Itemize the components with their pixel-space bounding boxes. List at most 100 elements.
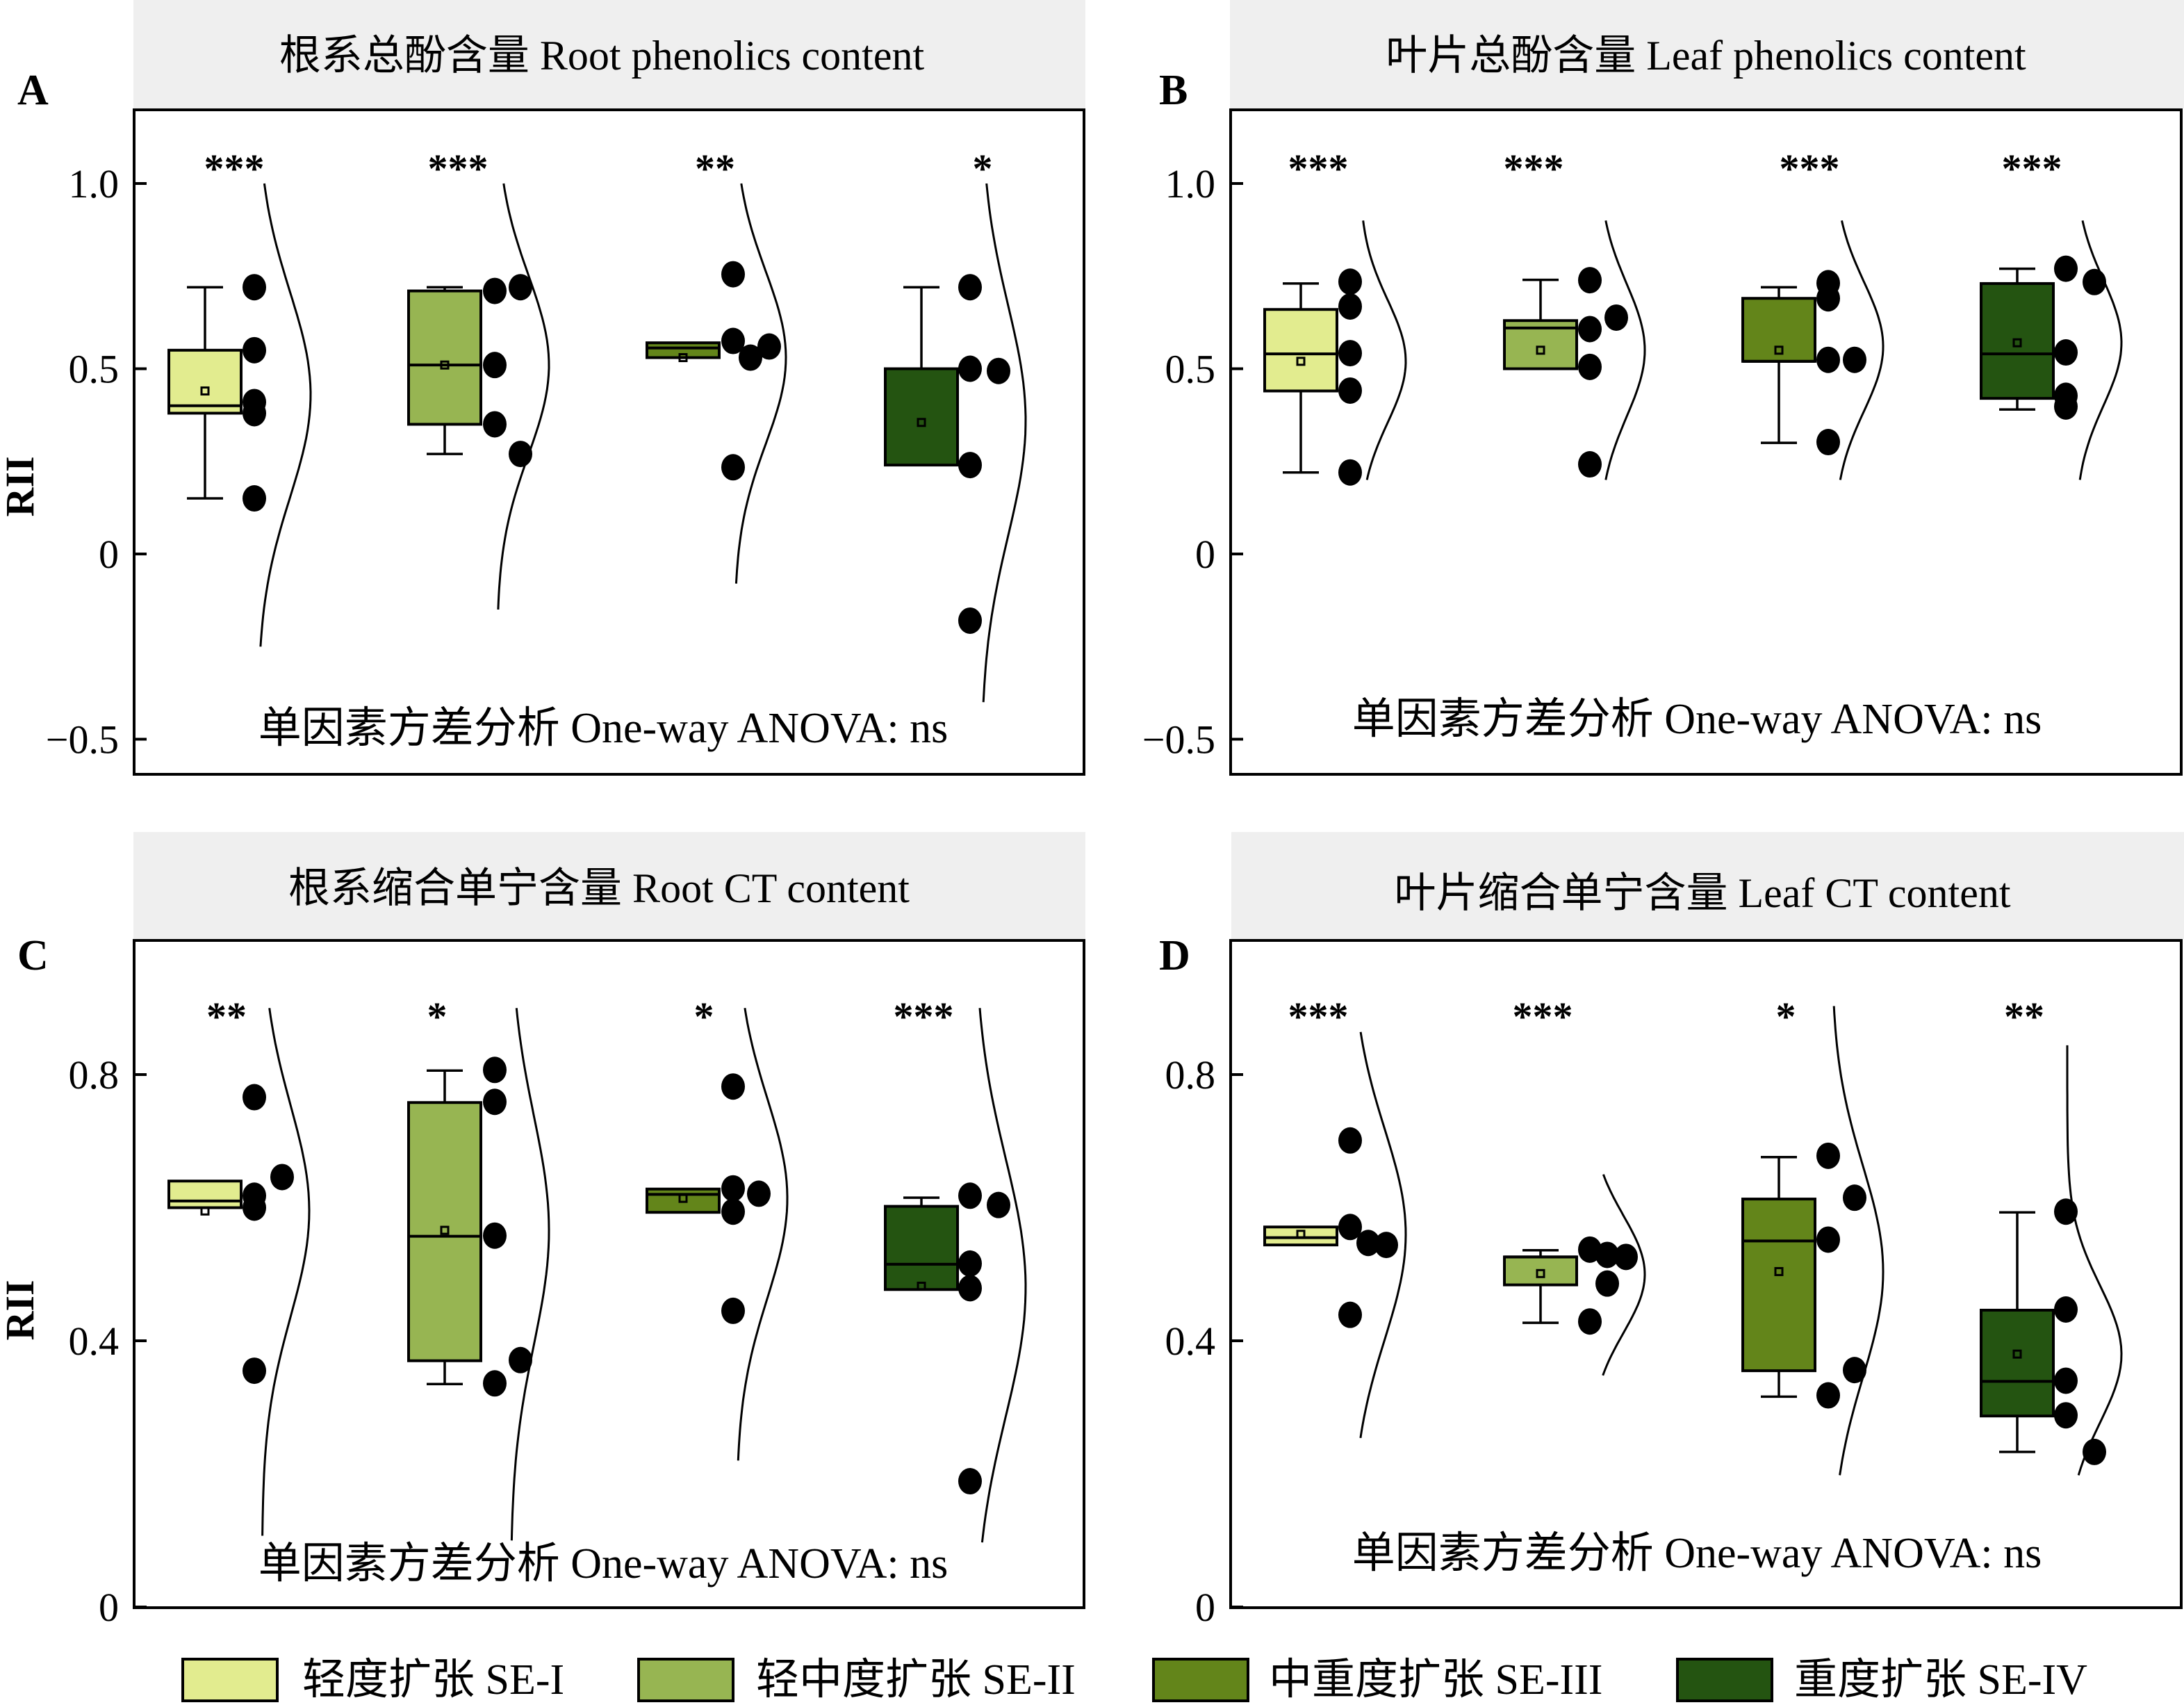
y-tick-label: −0.5 [1142, 717, 1215, 762]
data-point [1338, 459, 1362, 486]
group-se-iii: * [1741, 994, 1885, 1476]
density-curve [261, 1008, 311, 1536]
significance-label: *** [894, 994, 954, 1039]
plot-frame-b [1229, 108, 2183, 776]
data-point [243, 274, 266, 301]
y-tick-label: 1.0 [69, 161, 120, 206]
density-curve [1359, 1031, 1407, 1439]
significance-label: * [427, 994, 448, 1039]
mean-marker [200, 386, 210, 395]
data-point [958, 607, 982, 634]
legend-item-se-i: 轻度扩张 SE-I [181, 1656, 564, 1704]
legend-swatch-se-iv [1676, 1658, 1773, 1702]
data-point [1338, 1214, 1362, 1241]
panel-letter-c: C [17, 932, 49, 979]
density-curve [737, 1008, 789, 1461]
group-se-i: *** [167, 146, 312, 647]
anova-annotation-d: 单因素方差分析 One-way ANOVA: ns [1352, 1530, 2042, 1577]
mean-marker [678, 1193, 688, 1203]
mean-marker [1296, 357, 1306, 366]
data-point [1338, 340, 1362, 367]
data-point [1816, 1142, 1840, 1169]
significance-label: *** [428, 146, 488, 191]
data-point [958, 1275, 982, 1302]
significance-label: *** [1288, 146, 1349, 191]
mean-marker [1774, 345, 1784, 355]
data-point [270, 1164, 294, 1191]
data-point [721, 1175, 745, 1202]
y-tick-label: 0 [1195, 532, 1215, 577]
legend-label-se-iii: 中重度扩张 SE-III [1269, 1656, 1602, 1704]
density-curve [982, 183, 1027, 703]
y-tick-label: 0 [1195, 1585, 1215, 1630]
data-point [2083, 268, 2106, 295]
significance-label: *** [1504, 146, 1564, 191]
data-point [721, 1073, 745, 1100]
box-iqr [1741, 1198, 1816, 1373]
data-point [987, 357, 1010, 384]
data-point [483, 277, 507, 304]
legend-label-se-ii: 轻中度扩张 SE-II [756, 1656, 1076, 1704]
data-point [2054, 1402, 2078, 1429]
data-point [739, 344, 762, 371]
group-se-iii: * [646, 994, 789, 1461]
mean-marker [678, 353, 688, 363]
significance-label: *** [204, 146, 265, 191]
data-point [1374, 1232, 1398, 1259]
group-se-i: *** [1263, 146, 1407, 486]
data-point [1578, 316, 1602, 343]
strip-b [1230, 0, 2184, 108]
group-se-i: *** [1263, 994, 1407, 1439]
data-point [1614, 1243, 1638, 1271]
density-curve [734, 183, 787, 584]
panel-a: 根系总酚含量 Root phenolics content A 单因素方差分析 … [0, 0, 1085, 776]
data-point [721, 327, 745, 354]
mean-marker [917, 1281, 926, 1291]
box-iqr [1741, 297, 1816, 363]
data-point [958, 355, 982, 382]
data-point [243, 400, 266, 427]
data-point [243, 336, 266, 364]
legend: 轻度扩张 SE-I 轻中度扩张 SE-II 中重度扩张 SE-III 重度扩张 … [181, 1656, 2087, 1704]
group-se-ii: *** [407, 146, 550, 610]
data-point [958, 452, 982, 479]
density-curve [510, 1008, 550, 1541]
y-tick-label: 0 [99, 1585, 119, 1630]
data-point [1843, 1184, 1866, 1212]
significance-label: *** [1288, 994, 1349, 1039]
data-point [243, 1357, 266, 1385]
panel-d: 叶片缩合单宁含量 Leaf CT content D 单因素方差分析 One-w… [1159, 832, 2184, 1630]
data-point [2054, 1367, 2078, 1394]
legend-label-se-i: 轻度扩张 SE-I [302, 1656, 564, 1704]
strip-a [133, 0, 1085, 108]
y-tick-label: 0.4 [69, 1319, 120, 1364]
legend-swatch-se-iii [1152, 1658, 1249, 1702]
density-curve [1604, 220, 1646, 480]
density-curve [1832, 1006, 1885, 1476]
legend-swatch-se-i [181, 1658, 279, 1702]
density-curve [497, 183, 550, 610]
data-point [1338, 268, 1362, 295]
box-iqr [1980, 1308, 2055, 1418]
data-point [1816, 1226, 1840, 1253]
strip-title-c: 根系缩合单宁含量 Root CT content [288, 865, 910, 911]
significance-label: ** [2004, 994, 2044, 1039]
panel-c: 根系缩合单宁含量 Root CT content C 单因素方差分析 One-w… [0, 832, 1085, 1630]
mean-marker [1296, 1230, 1306, 1239]
data-point [987, 1191, 1010, 1218]
box-iqr [167, 1180, 243, 1209]
data-point [1578, 353, 1602, 380]
box-iqr [646, 341, 721, 359]
mean-marker [1774, 1266, 1784, 1276]
data-point [1338, 1127, 1362, 1154]
significance-label: ** [206, 994, 247, 1039]
mean-marker [2012, 1349, 2022, 1359]
panel-letter-a: A [17, 67, 49, 114]
density-curve [259, 183, 312, 647]
significance-label: * [694, 994, 714, 1039]
group-se-iv: *** [884, 994, 1027, 1543]
data-point [1816, 1382, 1840, 1409]
data-point [721, 261, 745, 288]
data-point [483, 411, 507, 438]
y-tick-label: 0 [99, 532, 119, 577]
